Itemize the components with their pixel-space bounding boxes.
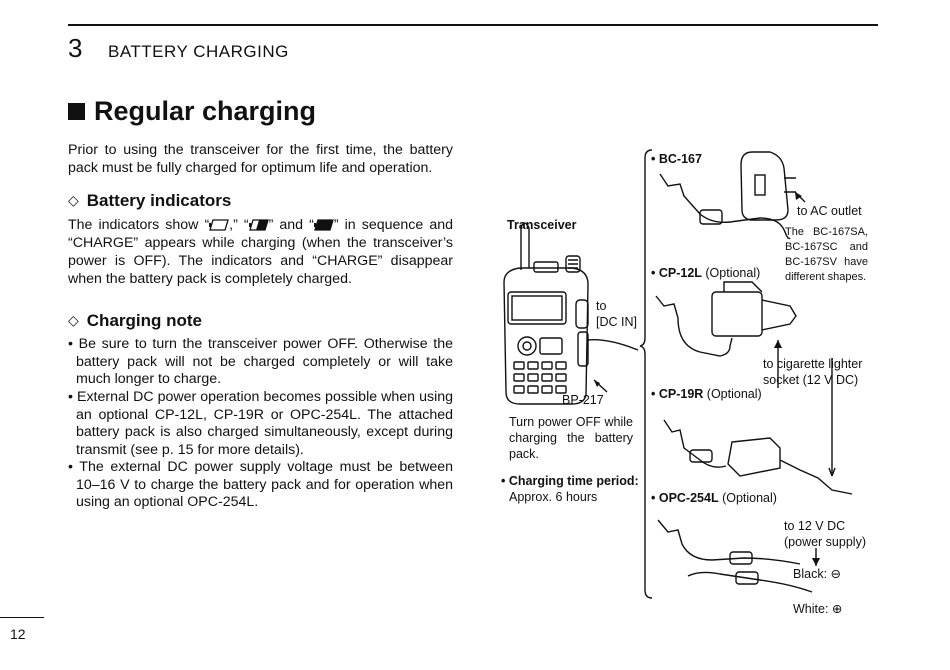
cp12l-label: • CP-12L (Optional) — [651, 265, 760, 281]
charging-time-label: • Charging time period: — [501, 474, 639, 488]
cp19r-adapter — [663, 358, 853, 495]
to-ac-outlet-label: to AC outlet — [797, 204, 862, 218]
to-12v-dc-label: to 12 V DC (power supply) — [784, 519, 866, 549]
battery-indicators-paragraph: The indicators show “ ,” “ ” and “” in seq… — [68, 216, 453, 288]
charging-time-value: Approx. 6 hours — [509, 490, 598, 504]
battery-indicators-heading-text: Battery indicators — [86, 191, 232, 210]
opc254l-optional: (Optional) — [718, 491, 777, 505]
bc167-note: The BC-167SA, BC-167SC and BC-167SV have… — [785, 226, 868, 283]
battery-half-icon — [248, 219, 269, 231]
charging-note-bullet: • Be sure to turn the transceiver power … — [68, 336, 453, 388]
diamond-icon: ◇ — [68, 193, 79, 209]
options-brace — [639, 149, 653, 599]
charging-note-heading: ◇ Charging note — [68, 311, 202, 331]
battery-empty-icon — [209, 219, 230, 231]
charging-note-bullet: • External DC power operation becomes po… — [68, 389, 453, 458]
section-title-text: Regular charging — [94, 96, 317, 126]
cp12l-name: • CP-12L — [651, 266, 702, 280]
charging-note-bullet: • The external DC power supply voltage m… — [68, 459, 453, 511]
indicators-text-1: The indicators show “ — [68, 217, 210, 233]
opc254l-name: • OPC-254L — [651, 491, 719, 505]
indicators-sep-1: ,” “ — [229, 217, 249, 233]
cp19r-label: • CP-19R (Optional) — [651, 386, 762, 402]
section-title: Regular charging — [68, 96, 316, 127]
cp19r-optional: (Optional) — [703, 387, 762, 401]
cp12l-optional: (Optional) — [701, 266, 761, 280]
opc254l-label: • OPC-254L (Optional) — [651, 490, 777, 506]
charging-note-heading-text: Charging note — [86, 311, 202, 330]
page-number-rule — [0, 617, 44, 618]
chapter-title: BATTERY CHARGING — [108, 42, 289, 61]
bc167-label: • BC-167 — [651, 152, 702, 166]
page-number: 12 — [10, 626, 26, 642]
dc-in-label-line1: to — [596, 299, 607, 313]
cp19r-name: • CP-19R — [651, 387, 704, 401]
black-wire-label: Black: ⊖ — [793, 567, 841, 581]
arrow-head — [594, 380, 600, 387]
indicators-sep-2: ” and “ — [268, 217, 314, 233]
indicators-text-2: ” in sequence and “CHARGE” appears while… — [68, 217, 453, 287]
opc254l-cable — [657, 519, 817, 593]
arrow-head — [774, 340, 782, 348]
bp217-label: BP-217 — [562, 393, 604, 407]
header-rule — [68, 24, 878, 26]
intro-paragraph: Prior to using the transceiver for the f… — [68, 142, 453, 176]
transceiver-label: Transceiver — [507, 218, 577, 232]
transceiver-illustration — [503, 222, 639, 405]
battery-full-icon — [313, 219, 334, 231]
arrow-head — [795, 192, 802, 200]
chapter-number: 3 — [68, 33, 83, 63]
power-off-note: Turn power OFF while charging the batter… — [509, 415, 633, 461]
diamond-icon: ◇ — [68, 313, 79, 329]
white-wire-label: White: ⊕ — [793, 602, 843, 616]
battery-indicators-heading: ◇ Battery indicators — [68, 191, 231, 211]
dc-in-label-line2: [DC IN] — [596, 315, 637, 329]
arrow-head — [812, 558, 820, 566]
square-bullet-icon — [68, 103, 85, 120]
cigarette-lighter-label: to cigarette lighter socket (12 V DC) — [763, 357, 863, 387]
